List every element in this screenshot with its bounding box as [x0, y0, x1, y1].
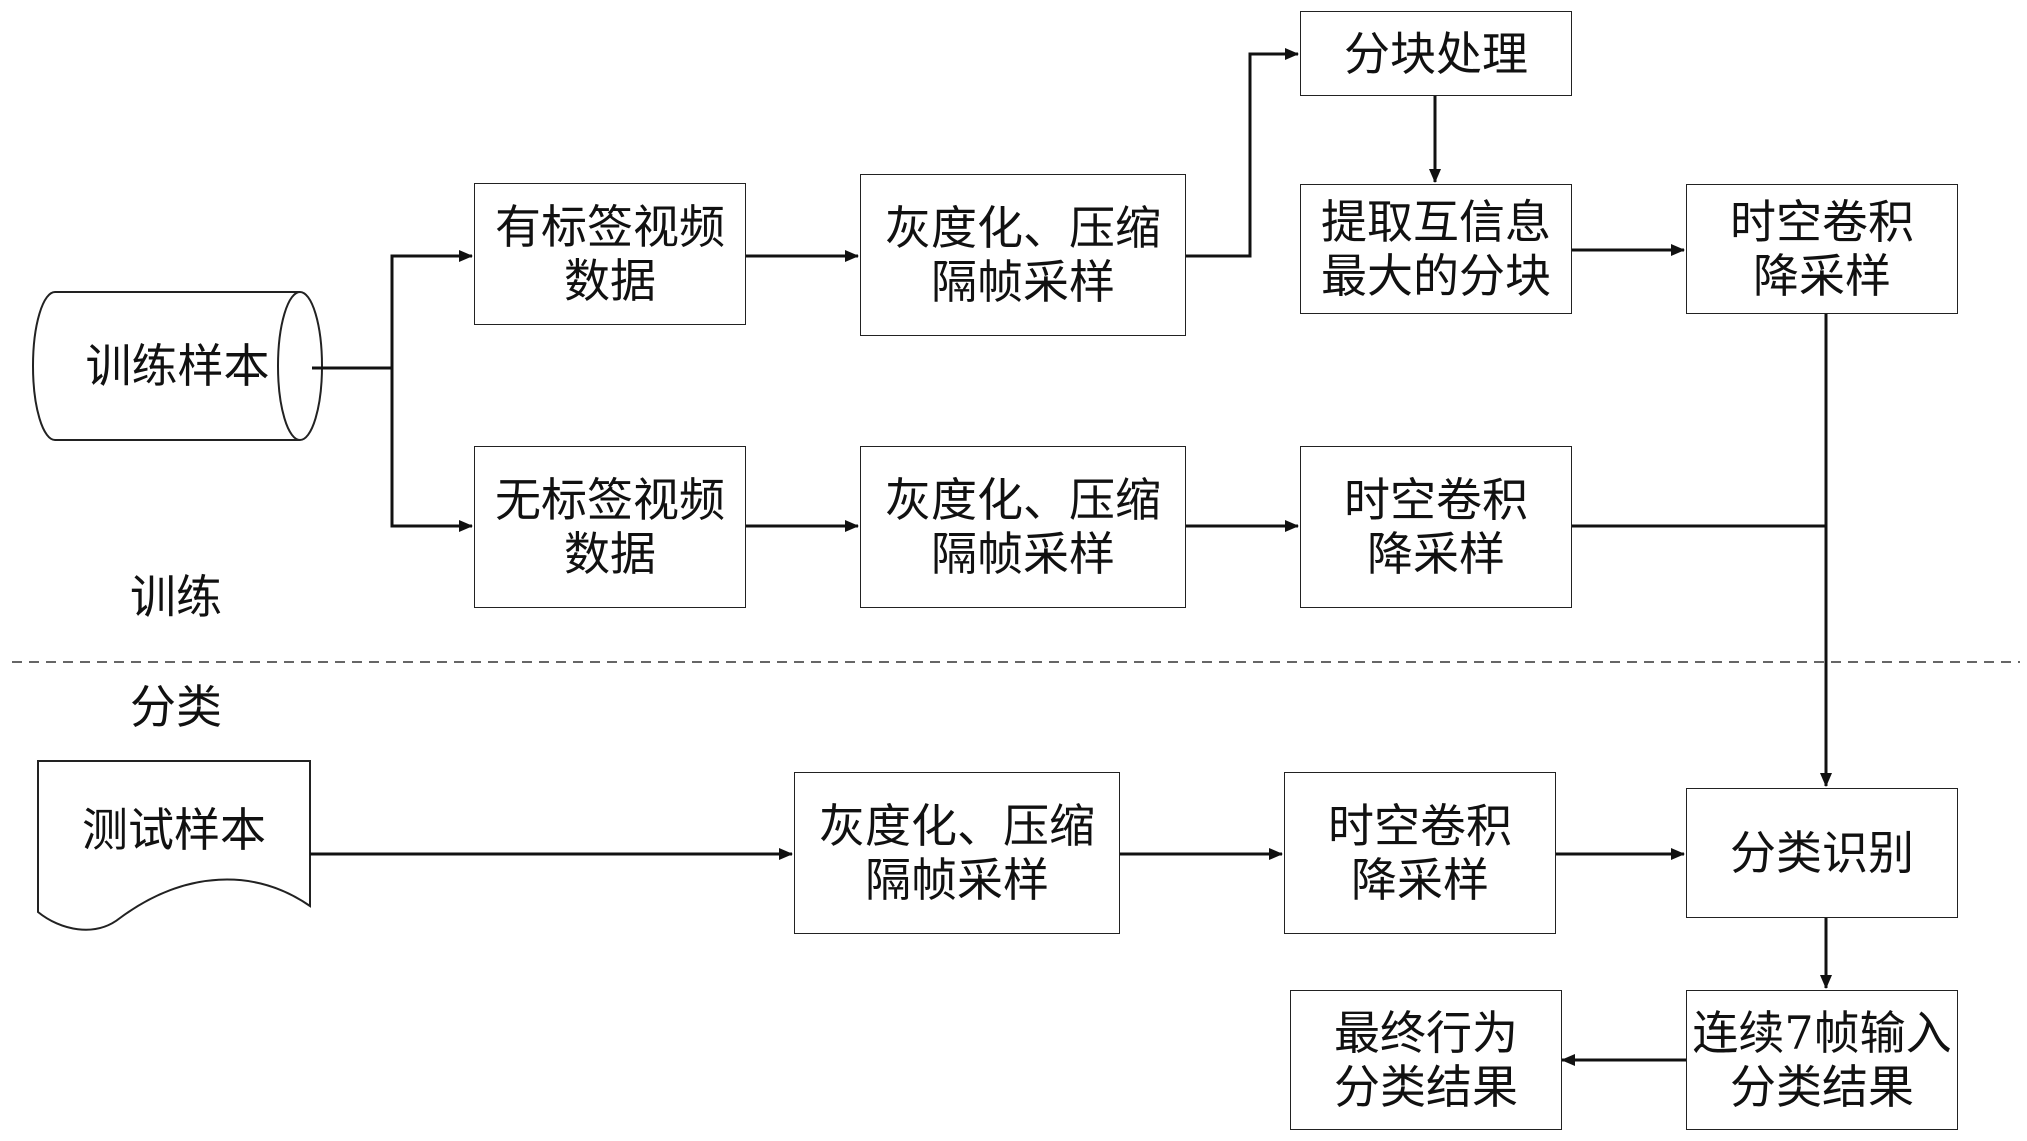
gray-compress-box-3: 灰度化、压缩 隔帧采样 — [794, 772, 1120, 934]
extract-mi-line-2: 最大的分块 — [1321, 249, 1551, 303]
stconv-2-line-2: 降采样 — [1367, 527, 1505, 581]
labeled-video-line-1: 有标签视频 — [495, 200, 725, 254]
stconv-2-line-1: 时空卷积 — [1344, 473, 1528, 527]
block-process-box: 分块处理 — [1300, 11, 1572, 96]
spatiotemporal-conv-box-3: 时空卷积 降采样 — [1284, 772, 1556, 934]
arrow-gray1-to-block — [1186, 54, 1298, 256]
section-label-train: 训练 — [130, 570, 222, 624]
unlabeled-video-box: 无标签视频 数据 — [474, 446, 746, 608]
gray-compress-box-2: 灰度化、压缩 隔帧采样 — [860, 446, 1186, 608]
unlabeled-video-line-2: 数据 — [564, 527, 656, 581]
final-behavior-result-box: 最终行为 分类结果 — [1290, 990, 1562, 1130]
arrow-train-to-labeled — [312, 256, 472, 368]
extract-mutual-info-box: 提取互信息 最大的分块 — [1300, 184, 1572, 314]
spatiotemporal-conv-box-2: 时空卷积 降采样 — [1300, 446, 1572, 608]
final-result-line-1: 最终行为 — [1334, 1006, 1518, 1060]
final-result-line-2: 分类结果 — [1334, 1060, 1518, 1114]
seven-frame-line-2: 分类结果 — [1730, 1060, 1914, 1114]
test-sample-label: 测试样本 — [38, 803, 310, 857]
gray-compress-1-line-2: 隔帧采样 — [931, 255, 1115, 309]
gray-compress-box-1: 灰度化、压缩 隔帧采样 — [860, 174, 1186, 336]
arrow-train-to-unlabeled — [392, 368, 472, 526]
stconv-1-line-1: 时空卷积 — [1730, 195, 1914, 249]
labeled-video-line-2: 数据 — [564, 254, 656, 308]
block-process-line-1: 分块处理 — [1344, 27, 1528, 81]
unlabeled-video-line-1: 无标签视频 — [495, 473, 725, 527]
stconv-3-line-1: 时空卷积 — [1328, 799, 1512, 853]
train-sample-label: 训练样本 — [55, 339, 300, 393]
labeled-video-box: 有标签视频 数据 — [474, 183, 746, 325]
stconv-3-line-2: 降采样 — [1351, 853, 1489, 907]
stconv-1-line-2: 降采样 — [1753, 249, 1891, 303]
gray-compress-3-line-2: 隔帧采样 — [865, 853, 1049, 907]
gray-compress-2-line-1: 灰度化、压缩 — [885, 473, 1161, 527]
classify-recognition-box: 分类识别 — [1686, 788, 1958, 918]
gray-compress-3-line-1: 灰度化、压缩 — [819, 799, 1095, 853]
spatiotemporal-conv-box-1: 时空卷积 降采样 — [1686, 184, 1958, 314]
gray-compress-1-line-1: 灰度化、压缩 — [885, 201, 1161, 255]
gray-compress-2-line-2: 隔帧采样 — [931, 527, 1115, 581]
extract-mi-line-1: 提取互信息 — [1321, 195, 1551, 249]
section-label-classify: 分类 — [130, 680, 222, 734]
seven-frame-line-1: 连续7帧输入 — [1692, 1006, 1951, 1060]
classify-recognition-line-1: 分类识别 — [1730, 826, 1914, 880]
seven-frame-input-box: 连续7帧输入 分类结果 — [1686, 990, 1958, 1130]
